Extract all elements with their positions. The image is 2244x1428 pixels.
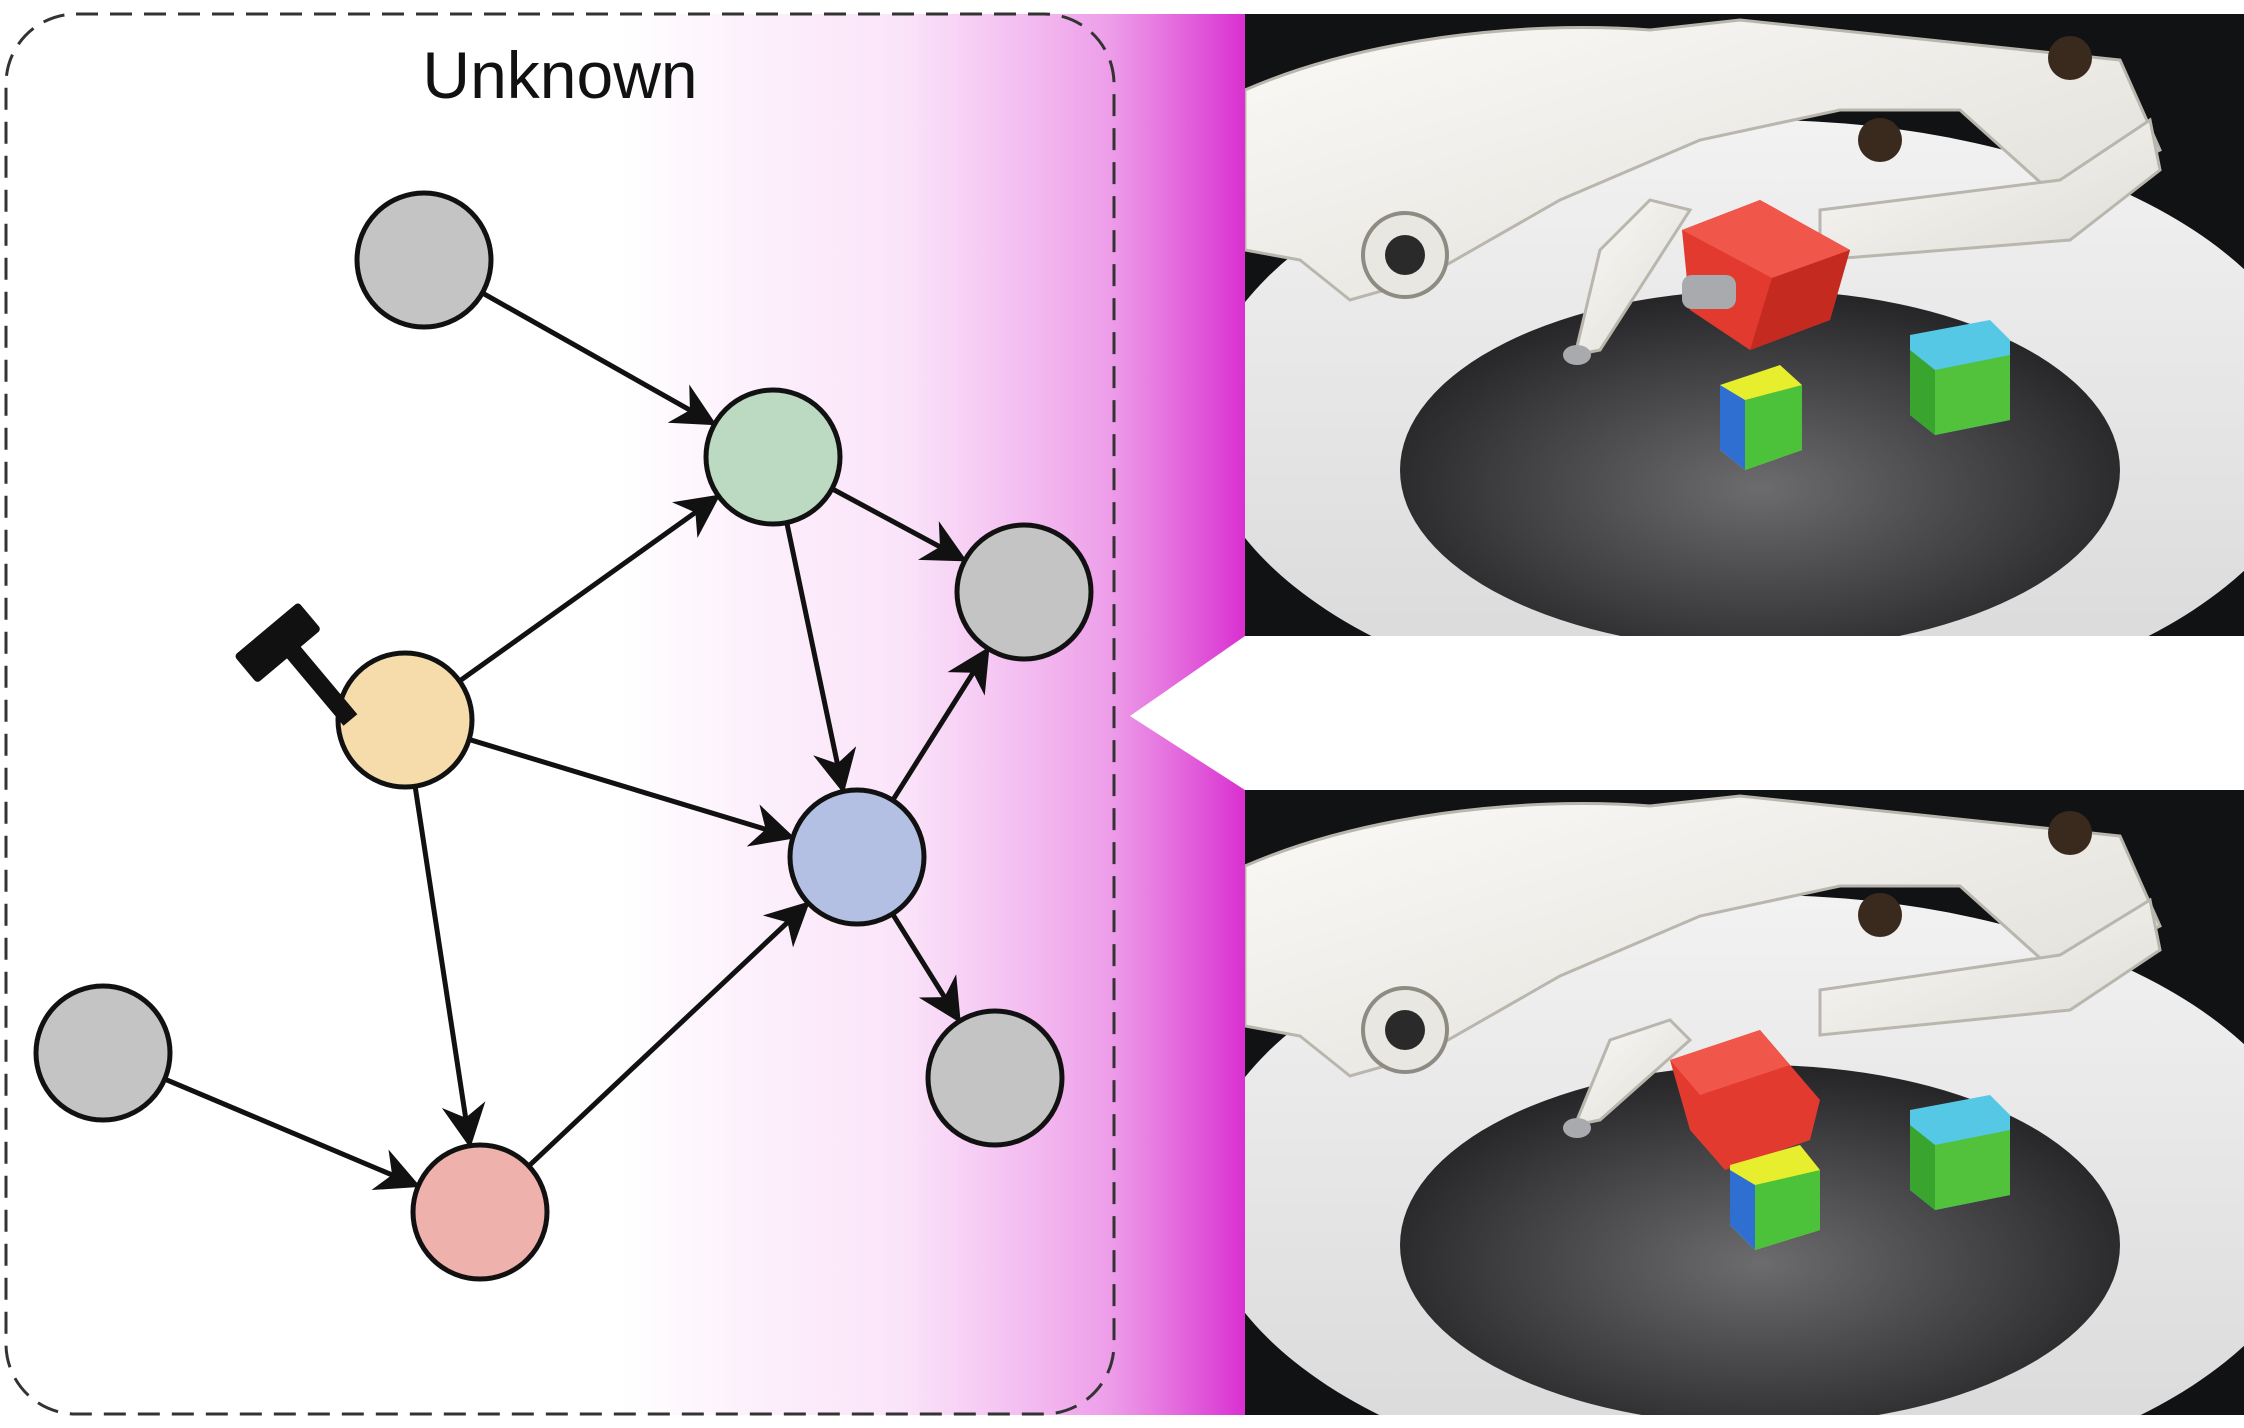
edge-yellow-to-blue xyxy=(468,737,796,847)
edges xyxy=(163,290,990,1191)
cyan-green-cube xyxy=(1910,1095,2010,1210)
red-cube xyxy=(1670,1030,1820,1170)
unknown-region: Unknown xyxy=(4,12,1116,1416)
edge-gray-left-lower-to-red xyxy=(163,1076,421,1191)
edge-yellow-to-red xyxy=(412,785,486,1149)
node-red xyxy=(410,1142,550,1282)
yellow-green-cube xyxy=(1720,365,1802,470)
node-gray-right-upper xyxy=(954,522,1094,662)
edge-green-to-gray-right-upper xyxy=(830,486,968,562)
edge-blue-to-gray-right-upper xyxy=(890,646,990,802)
node-gray-left-lower xyxy=(33,983,173,1123)
edge-red-to-blue xyxy=(527,901,810,1168)
edge-blue-to-gray-right-lower xyxy=(890,912,961,1024)
edge-green-to-blue xyxy=(784,522,857,794)
yellow-green-cube xyxy=(1730,1145,1820,1250)
node-blue xyxy=(787,787,927,927)
cyan-green-cube xyxy=(1910,320,2010,435)
edge-gray-top-to-green xyxy=(481,290,717,426)
red-cube xyxy=(1682,200,1850,350)
node-yellow xyxy=(335,650,475,790)
hammer-icon xyxy=(235,603,358,726)
robot-photo-top xyxy=(1245,14,2244,636)
nodes xyxy=(33,190,1094,1282)
region-label: Unknown xyxy=(422,38,697,112)
edge-yellow-to-green xyxy=(458,494,721,684)
node-gray-right-lower xyxy=(925,1008,1065,1148)
node-gray-top xyxy=(354,190,494,330)
robot-photo-bottom xyxy=(1245,790,2244,1415)
gradient-band xyxy=(620,14,1245,1415)
node-green xyxy=(703,387,843,527)
